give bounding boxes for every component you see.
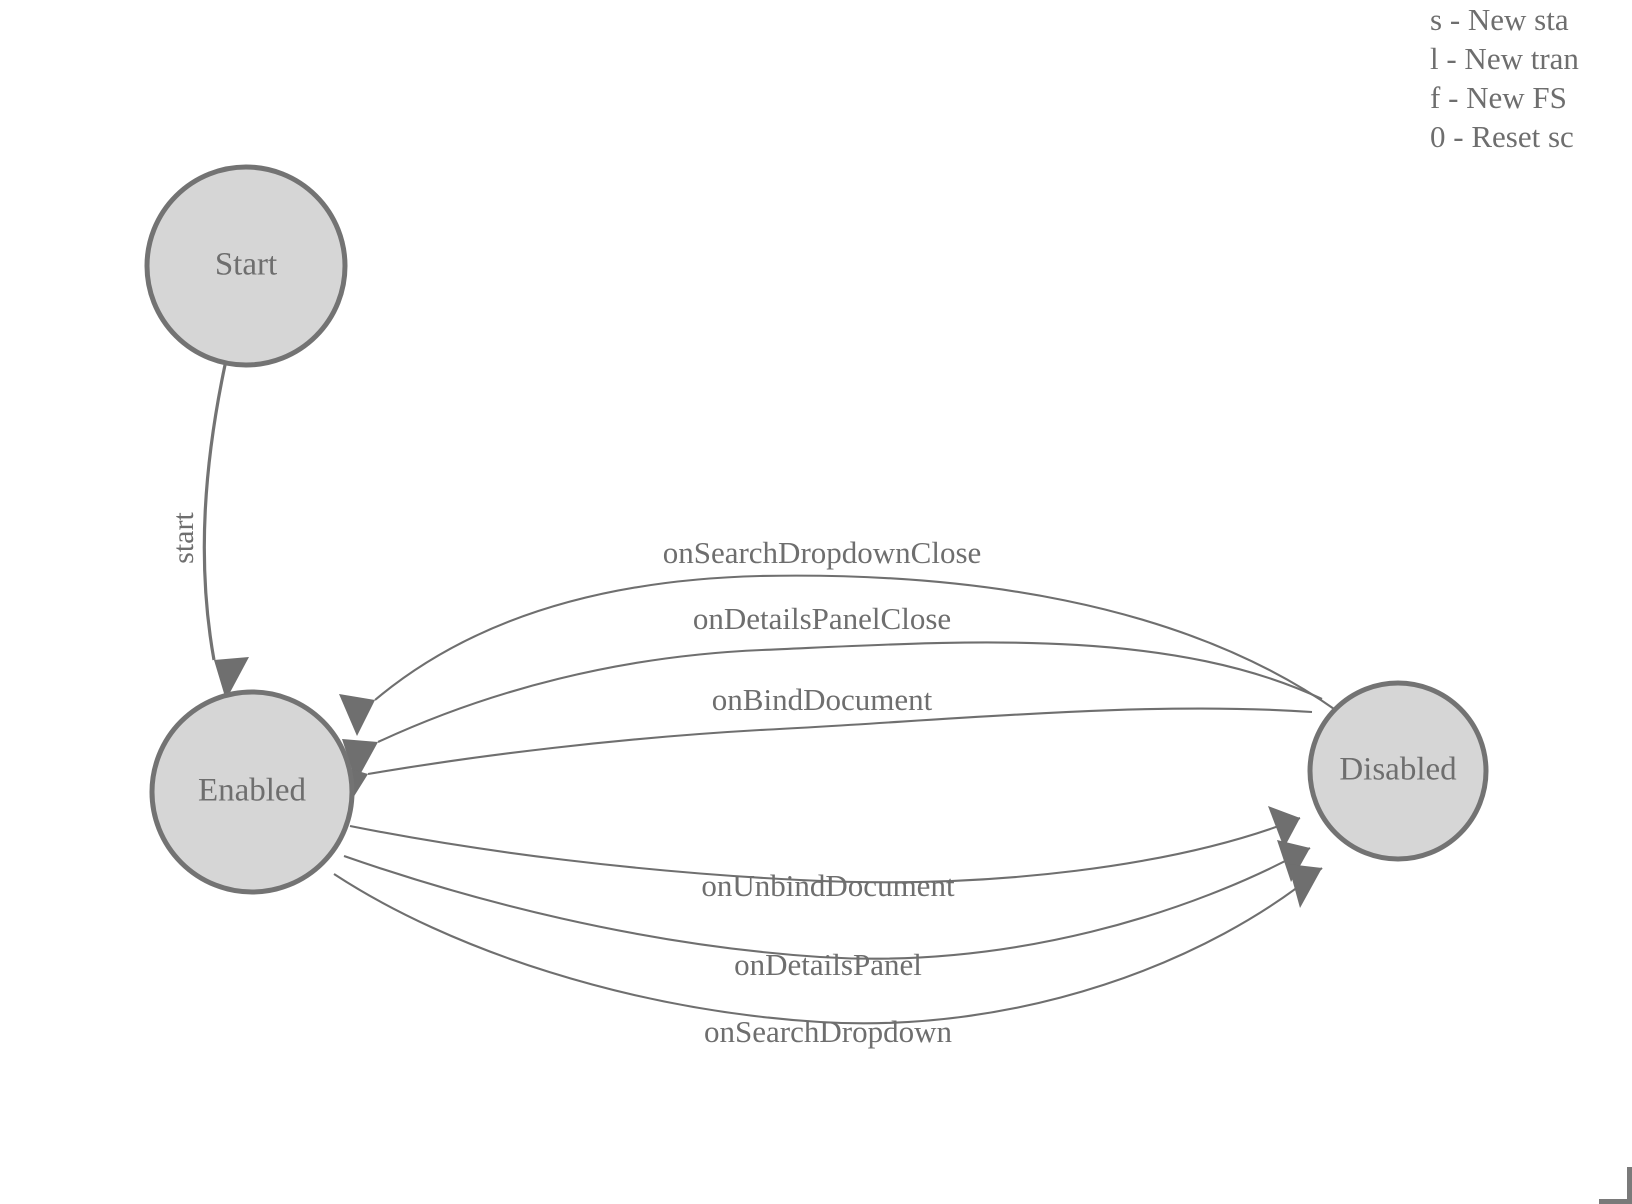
node-disabled[interactable]: Disabled [1307,680,1489,862]
edge-on-search-dropdown-close[interactable] [374,574,1338,712]
arrowhead-on-details-panel [1277,840,1310,882]
node-start-label: Start [215,247,277,283]
arrowhead-on-search-dropdown [1288,864,1322,908]
edge-label-on-unbind-document: onUnbindDocument [701,868,955,903]
edge-label-on-details-panel-close: onDetailsPanelClose [693,601,951,636]
node-disabled-label: Disabled [1339,752,1457,788]
arrowhead-on-search-dropdown-close [339,694,375,736]
node-start-circle[interactable] [144,164,348,368]
edge-label-group: start onSearchDropdownClose onDetailsPan… [167,512,981,1049]
edge-on-search-dropdown[interactable] [333,867,1323,1025]
node-enabled-label: Enabled [198,773,307,809]
edge-start[interactable] [202,364,227,661]
edge-label-on-search-dropdown: onSearchDropdown [704,1014,952,1049]
arrowhead-on-details-panel-close [342,739,378,782]
node-start[interactable]: Start [144,164,348,368]
arrowhead-on-unbind-document [1268,806,1300,848]
node-disabled-circle[interactable] [1307,680,1489,862]
node-enabled[interactable]: Enabled [149,689,355,895]
resize-corner-icon[interactable] [1599,1167,1632,1204]
edge-on-bind-document[interactable] [367,707,1313,776]
edge-on-unbind-document[interactable] [349,817,1301,884]
edge-label-start: start [167,512,200,564]
edge-group-enabled-to-disabled [333,806,1323,1025]
edge-on-details-panel[interactable] [343,847,1311,960]
arrowhead-start [214,657,249,700]
edge-on-details-panel-close[interactable] [377,641,1323,743]
edge-label-on-bind-document: onBindDocument [712,682,933,717]
edge-group-start-to-enabled [202,364,249,700]
edge-label-on-search-dropdown-close: onSearchDropdownClose [663,535,982,570]
node-enabled-circle[interactable] [149,689,355,895]
edge-label-on-details-panel: onDetailsPanel [734,947,922,982]
